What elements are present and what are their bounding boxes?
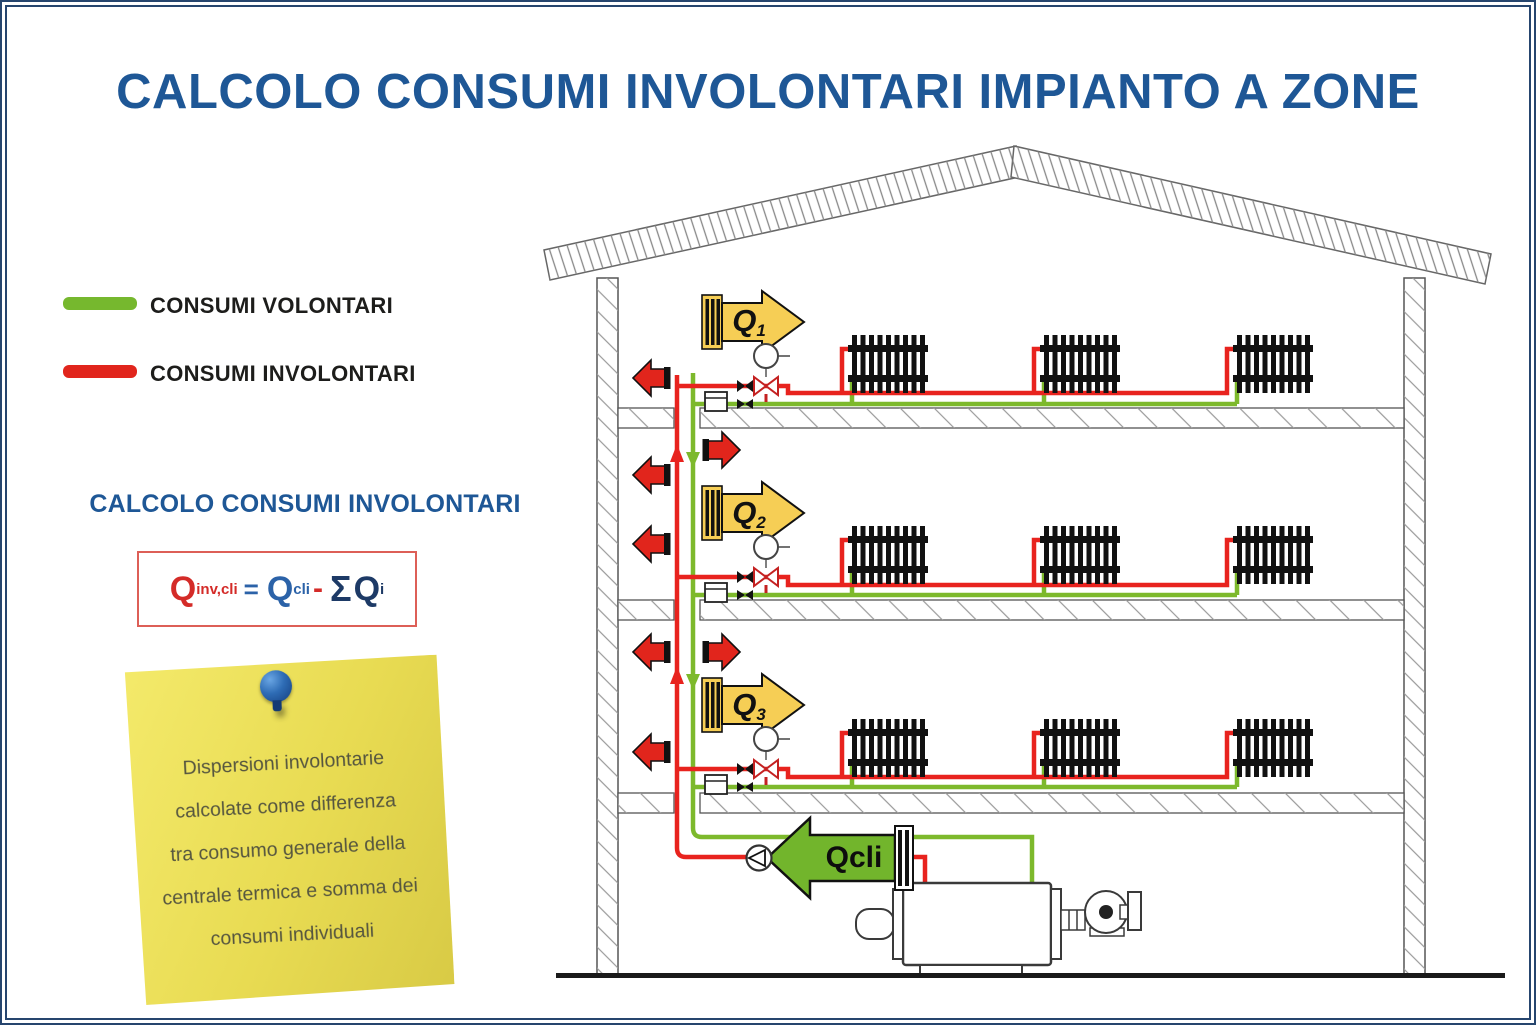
- floor-slab-3: [617, 792, 1405, 814]
- qcli-label: Qcli: [825, 841, 883, 874]
- radiator: [848, 526, 928, 584]
- formula-term1: Q: [266, 569, 294, 608]
- red-flow-arrowhead: [670, 444, 684, 462]
- floor-slab-1: [617, 407, 1405, 429]
- roof: [543, 145, 1492, 285]
- zone-q: Q: [732, 687, 757, 722]
- radiator: [1233, 335, 1313, 393]
- zone-q: Q: [732, 495, 757, 530]
- legend-label-involuntary: CONSUMI INVOLONTARI: [150, 361, 416, 386]
- zone-label-q1: Q1: [720, 303, 778, 341]
- zone-label-q2: Q2: [720, 495, 778, 533]
- heat-gain-arrow-right: [701, 431, 741, 469]
- heat-loss-arrow-left: [632, 733, 672, 771]
- radiator: [1040, 335, 1120, 393]
- zone-q-sub: 3: [756, 705, 766, 724]
- green-flow-arrowhead: [686, 452, 700, 468]
- radiator: [1233, 526, 1313, 584]
- boiler: [855, 881, 1142, 976]
- formula-sigma: Σ: [329, 568, 352, 609]
- radiator: [848, 719, 928, 777]
- radiator: [848, 335, 928, 393]
- formula-lhs-sub: inv,cli: [196, 580, 238, 598]
- radiator: [1040, 526, 1120, 584]
- calc-heading: CALCOLO CONSUMI INVOLONTARI: [89, 490, 521, 518]
- formula-lhs: Q: [169, 569, 197, 608]
- legend-swatch-voluntary: [63, 297, 137, 310]
- zone-meter-valve-1: [703, 342, 792, 413]
- red-flow-arrowhead: [670, 666, 684, 684]
- page-title: CALCOLO CONSUMI INVOLONTARI IMPIANTO A Z…: [116, 65, 1420, 119]
- qcli-arrow: [765, 815, 914, 901]
- heat-gain-arrow-right: [701, 633, 741, 671]
- radiator: [1233, 719, 1313, 777]
- sticky-note: Dispersioni involontarie calcolate come …: [118, 654, 455, 1005]
- formula-term2: Q: [353, 569, 381, 608]
- formula-minus: -: [312, 572, 323, 605]
- zone-meter-valve-3: [703, 725, 792, 796]
- zone-q-sub: 2: [756, 513, 766, 532]
- formula-term2-sub: i: [380, 580, 385, 598]
- pump: [745, 844, 773, 872]
- formula-term1-sub: cli: [293, 580, 310, 598]
- zone-q-sub: 1: [756, 321, 766, 340]
- note-text: Dispersioni involontarie calcolate come …: [116, 652, 456, 966]
- formula-equals: =: [243, 573, 259, 604]
- zone-q: Q: [732, 303, 757, 338]
- heat-loss-arrow-left: [632, 456, 672, 494]
- wall-left: [596, 277, 619, 976]
- radiator: [1040, 719, 1120, 777]
- zone-meter-valve-2: [703, 533, 792, 604]
- floor-slab-2: [617, 599, 1405, 621]
- wall-right: [1403, 277, 1426, 976]
- zone-label-q3: Q3: [720, 687, 778, 725]
- heat-loss-arrow-left: [632, 633, 672, 671]
- heat-loss-arrow-left: [632, 525, 672, 563]
- green-flow-arrowhead: [686, 674, 700, 690]
- heat-loss-arrow-left: [632, 359, 672, 397]
- legend-swatch-involuntary: [63, 365, 137, 378]
- legend-label-voluntary: CONSUMI VOLONTARI: [150, 293, 394, 318]
